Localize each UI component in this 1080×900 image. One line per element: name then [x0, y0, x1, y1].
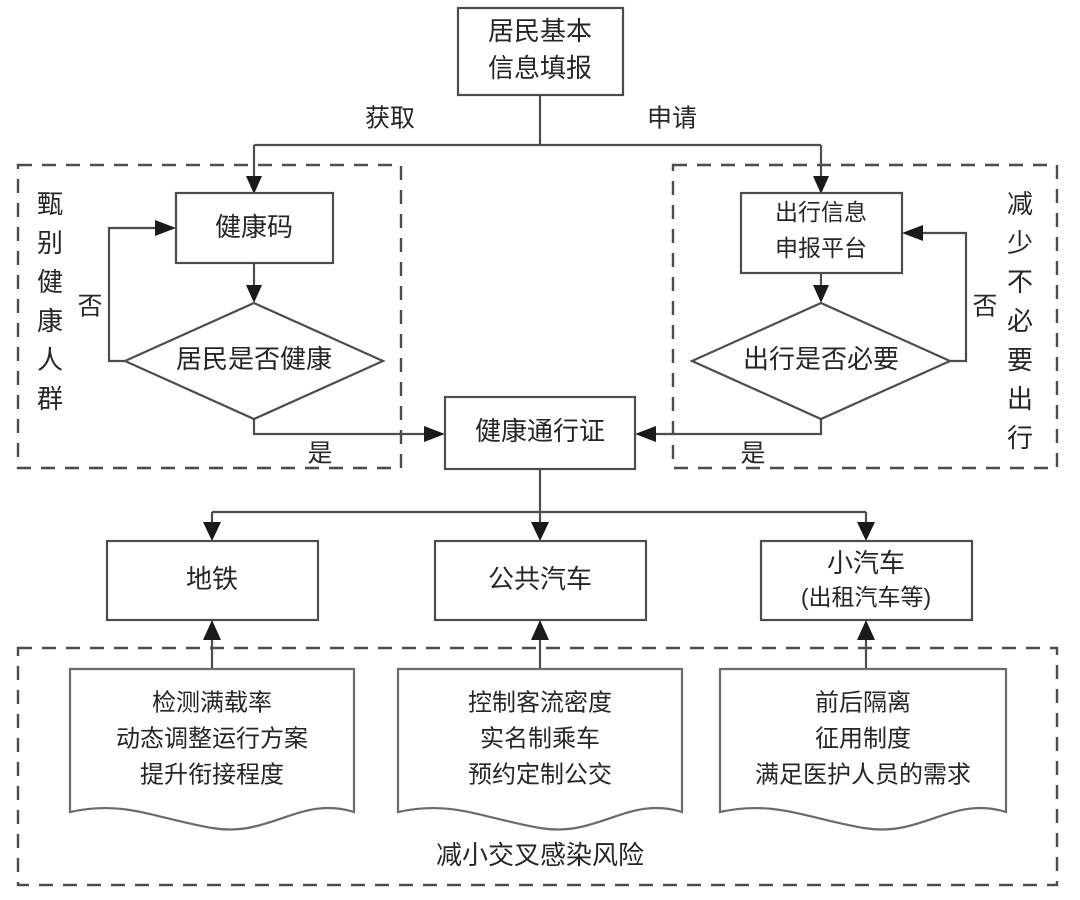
node-health-code-label: 健康码 — [215, 212, 293, 242]
group-label-screen-healthy-c1: 甄 — [37, 189, 63, 219]
arrowhead-to-subway — [203, 522, 221, 541]
group-label-reduce-travel-c3: 不 — [1007, 267, 1033, 297]
group-label-reduce-travel-c7: 行 — [1007, 423, 1033, 453]
arrowhead-bus-measures-up — [531, 620, 549, 640]
node-bus-measures-document[interactable] — [396, 667, 684, 831]
arrowhead-left-no-loop — [155, 220, 176, 236]
node-is-travel-necessary-label: 出行是否必要 — [743, 344, 899, 374]
node-car-measures-line-3: 满足医护人员的需求 — [755, 761, 971, 788]
connector-right-yes — [656, 419, 823, 436]
edge-label-left-no: 否 — [77, 293, 102, 321]
arrowhead-to-car — [857, 522, 875, 541]
arrowhead-platform-to-decision — [813, 285, 829, 303]
group-label-screen-healthy-c5: 人 — [37, 345, 63, 375]
node-travel-platform-line-2: 申报平台 — [775, 235, 867, 261]
group-label-screen-healthy-c2: 别 — [37, 228, 63, 258]
edge-label-apply: 申请 — [647, 105, 697, 133]
node-subway-box[interactable] — [105, 539, 320, 622]
node-subway-measures-line-3: 提升衔接程度 — [140, 761, 284, 788]
node-subway-measures-line-2: 动态调整运行方案 — [116, 725, 308, 752]
node-health-pass-label: 健康通行证 — [475, 416, 605, 446]
group-label-reduce-travel-c5: 要 — [1007, 345, 1033, 375]
arrowhead-to-travel-platform — [813, 176, 829, 194]
edge-label-right-yes: 是 — [740, 440, 765, 468]
connector-left-yes — [252, 419, 424, 436]
node-car-measures-line-1: 前后隔离 — [815, 689, 911, 716]
arrowhead-left-yes — [424, 426, 445, 442]
node-car-measures-line-2: 征用制度 — [815, 725, 911, 752]
edge-label-left-yes: 是 — [307, 440, 332, 468]
group-label-screen-healthy-c3: 健 — [37, 267, 63, 297]
group-label-reduce-travel-c6: 出 — [1007, 384, 1033, 414]
group-label-reduce-infection: 减小交叉感染风险 — [436, 840, 644, 870]
node-car-box[interactable] — [759, 539, 974, 622]
edge-label-right-no: 否 — [972, 293, 997, 321]
node-bus-measures-line-2: 实名制乘车 — [480, 725, 600, 752]
node-bus-measures-line-3: 预约定制公交 — [468, 761, 612, 788]
connector-right-no-loop — [923, 231, 968, 363]
arrowhead-car-measures-up — [857, 620, 875, 640]
node-start-line-1: 居民基本 — [488, 16, 592, 46]
node-bus-measures-line-1: 控制客流密度 — [468, 689, 612, 716]
node-car-line-2: (出租汽车等) — [801, 584, 931, 610]
group-label-reduce-travel-c4: 必 — [1007, 306, 1033, 336]
edge-label-acquire: 获取 — [365, 105, 415, 133]
group-label-reduce-travel-c1: 减 — [1007, 189, 1033, 219]
node-car-measures-document[interactable] — [718, 667, 1008, 831]
node-car-line-1: 小汽车 — [827, 548, 905, 578]
node-start-line-2: 信息填报 — [488, 53, 592, 83]
group-box-reduce-infection — [16, 646, 1059, 887]
arrowhead-right-no-loop — [902, 225, 923, 241]
arrowhead-right-yes — [635, 426, 656, 442]
arrowhead-subway-measures-up — [203, 620, 221, 640]
node-subway-label: 地铁 — [186, 564, 238, 594]
arrowhead-to-bus — [531, 522, 549, 541]
node-subway-measures-document[interactable] — [68, 667, 356, 831]
arrowhead-to-health-code — [246, 176, 262, 194]
connector-left-no-loop — [107, 226, 155, 363]
group-label-screen-healthy-c4: 康 — [37, 306, 63, 336]
node-bus-box[interactable] — [433, 539, 648, 622]
group-label-screen-healthy-c6: 群 — [37, 384, 63, 414]
node-start-box[interactable] — [456, 6, 625, 97]
group-box-screen-healthy — [16, 163, 403, 470]
node-subway-measures-line-1: 检测满载率 — [152, 689, 272, 716]
group-label-reduce-travel-c2: 少 — [1007, 228, 1033, 258]
node-bus-label: 公共汽车 — [488, 564, 592, 594]
node-is-resident-healthy-label: 居民是否健康 — [176, 344, 332, 374]
arrowhead-health-code-to-decision — [246, 285, 262, 303]
node-travel-platform-line-1: 出行信息 — [775, 199, 867, 225]
group-box-reduce-travel — [671, 163, 1059, 470]
